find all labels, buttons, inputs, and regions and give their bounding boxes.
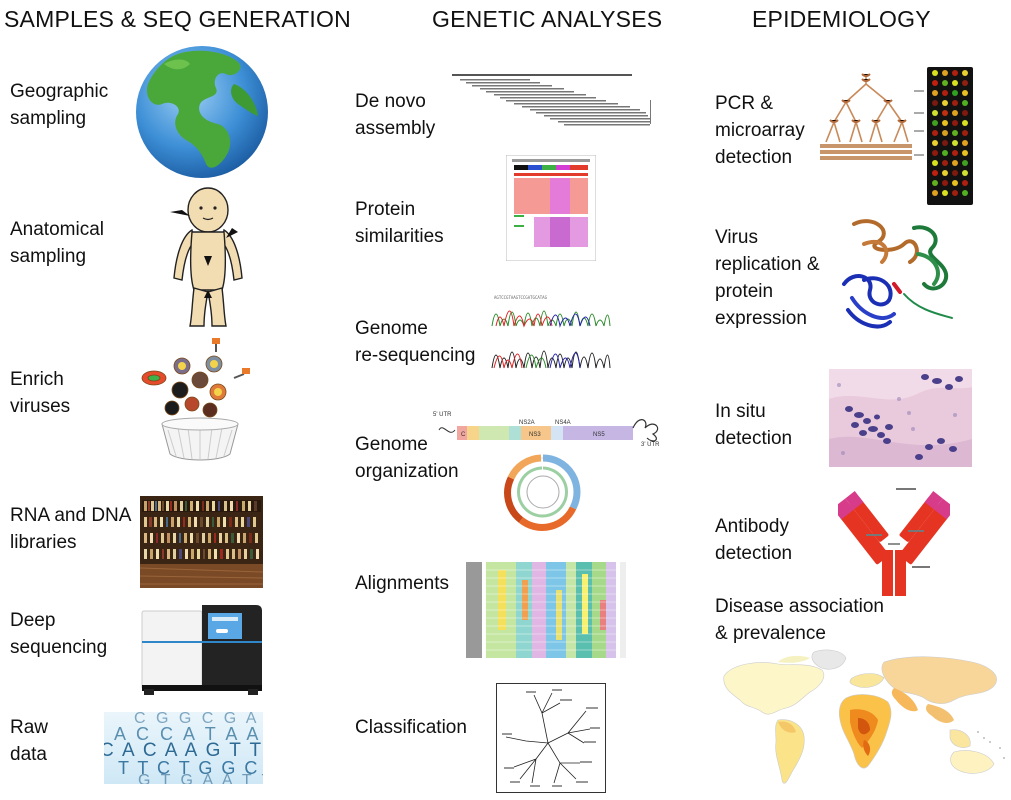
label-alignments: Alignments bbox=[355, 573, 449, 594]
svg-text:AGTCCGTAAGTCCGATGCATAG: AGTCCGTAAGTCCGATGCATAG bbox=[494, 295, 548, 300]
raw-data-sequence-image: C G G C G A A C C A T A A C A C A A G T … bbox=[104, 712, 263, 784]
genome-label-ns2a: NS2A bbox=[519, 420, 535, 426]
sequence-alignment-image bbox=[466, 560, 636, 662]
phylogenetic-tree-image bbox=[496, 683, 606, 793]
genome-organization-diagram: 5' UTR 3' UTR NS2A NS4A C NS3 NS5 bbox=[433, 404, 665, 534]
label-protein-similarities: Protein similarities bbox=[355, 199, 444, 247]
baby-figure-icon bbox=[168, 186, 250, 332]
protein-similarity-chart bbox=[506, 155, 596, 261]
raw-data-line-3: C A C A A G T T A A bbox=[104, 740, 263, 761]
label-genome-resequencing: Genome re-sequencing bbox=[355, 318, 476, 366]
label-antibody-detection: Antibody detection bbox=[715, 516, 793, 564]
header-samples: SAMPLES & SEQ GENERATION bbox=[4, 6, 351, 32]
label-anatomical-sampling: Anatomical sampling bbox=[10, 219, 104, 267]
header-epidemiology: EPIDEMIOLOGY bbox=[752, 6, 931, 32]
label-geographic-sampling: Geographic sampling bbox=[10, 81, 109, 129]
label-libraries: RNA and DNA libraries bbox=[10, 505, 132, 553]
genome-label-5utr: 5' UTR bbox=[433, 412, 452, 418]
chromatogram-traces: AGTCCGTAAGTCCGATGCATAG bbox=[490, 292, 612, 372]
microarray-chip bbox=[927, 67, 973, 205]
label-raw-data: Raw data bbox=[10, 717, 49, 765]
label-enrich-viruses: Enrich viruses bbox=[10, 369, 71, 417]
in-situ-histology-image bbox=[829, 369, 972, 467]
virus-filter-icon bbox=[140, 338, 260, 468]
genome-label-c: C bbox=[461, 432, 466, 438]
header-genetic-analyses: GENETIC ANALYSES bbox=[432, 6, 663, 32]
label-classification: Classification bbox=[355, 717, 467, 738]
genome-label-3utr: 3' UTR bbox=[641, 442, 660, 448]
raw-data-line-2: A C C A T A A bbox=[114, 724, 262, 744]
label-virus-replication: Virus replication & protein expression bbox=[715, 227, 820, 329]
raw-data-line-5: G T G A A T T G C bbox=[138, 772, 263, 784]
sequencer-machine-icon bbox=[138, 601, 264, 697]
pcr-amplification-tree bbox=[818, 70, 926, 164]
contig-assembly-icon bbox=[450, 72, 655, 132]
label-de-novo-assembly: De novo assembly bbox=[355, 91, 436, 139]
label-pcr-microarray: PCR & microarray detection bbox=[715, 93, 805, 168]
genome-label-ns5: NS5 bbox=[593, 432, 605, 438]
protein-structure-ribbon bbox=[834, 214, 964, 344]
raw-data-line-1: C G G C G A bbox=[134, 712, 260, 727]
raw-data-line-4: T T C T G G C A T T bbox=[118, 758, 263, 778]
globe-icon bbox=[134, 44, 270, 180]
label-disease-association: Disease association & prevalence bbox=[715, 596, 884, 644]
antibody-icon bbox=[838, 484, 950, 596]
label-in-situ-detection: In situ detection bbox=[715, 401, 793, 449]
world-prevalence-map bbox=[718, 648, 1008, 792]
genome-label-ns3: NS3 bbox=[529, 432, 541, 438]
genome-label-ns4a: NS4A bbox=[555, 420, 571, 426]
label-genome-organization: Genome organization bbox=[355, 434, 459, 482]
library-shelves-image bbox=[140, 496, 263, 588]
label-deep-sequencing: Deep sequencing bbox=[10, 610, 108, 658]
